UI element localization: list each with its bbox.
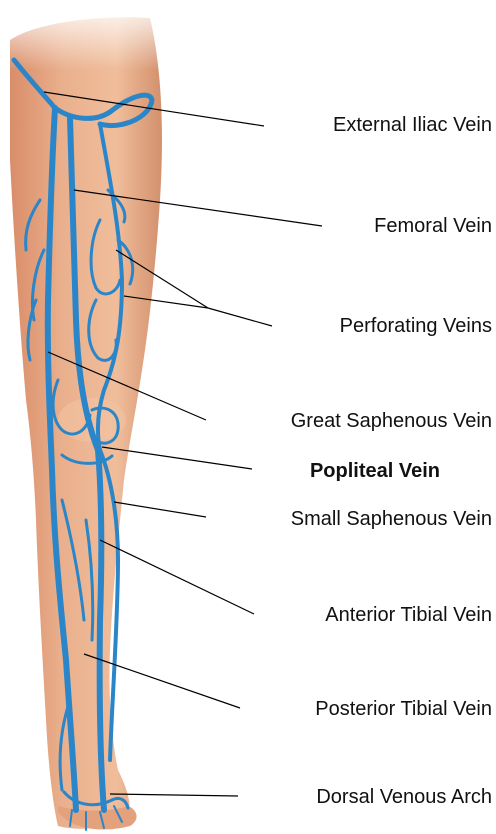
top-fade bbox=[0, 0, 200, 70]
label-anterior-tibial-vein: Anterior Tibial Vein bbox=[325, 604, 492, 626]
leader-anterior-tibial bbox=[100, 540, 254, 614]
label-external-iliac-vein: External Iliac Vein bbox=[333, 114, 492, 136]
leader-perforating-c bbox=[208, 308, 272, 326]
leader-dorsal-arch bbox=[110, 794, 238, 796]
label-popliteal-vein: Popliteal Vein bbox=[310, 460, 440, 482]
label-posterior-tibial-vein: Posterior Tibial Vein bbox=[315, 698, 492, 720]
label-femoral-vein: Femoral Vein bbox=[374, 215, 492, 237]
label-perforating-veins: Perforating Veins bbox=[340, 315, 492, 337]
label-great-saphenous-vein: Great Saphenous Vein bbox=[291, 410, 492, 432]
label-dorsal-venous-arch: Dorsal Venous Arch bbox=[316, 786, 492, 808]
label-small-saphenous-vein: Small Saphenous Vein bbox=[291, 508, 492, 530]
leader-small-saphenous bbox=[114, 502, 206, 517]
